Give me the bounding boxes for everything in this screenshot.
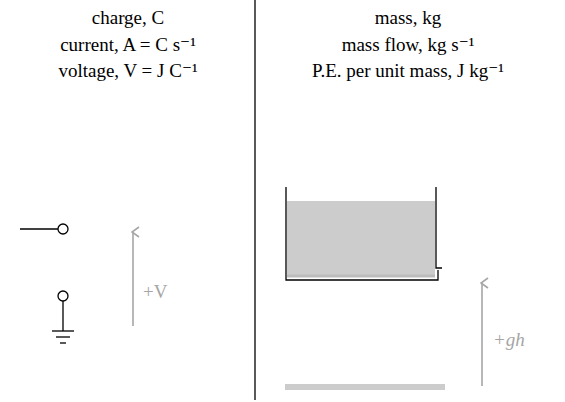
column-divider bbox=[254, 0, 255, 400]
quantity-label: voltage, V = J C⁻¹ bbox=[58, 61, 197, 82]
terminal bbox=[58, 224, 68, 234]
water-bottom bbox=[287, 275, 435, 278]
height-label: +gh bbox=[493, 330, 525, 351]
terminal bbox=[58, 291, 68, 301]
voltage-label: +V bbox=[143, 282, 167, 303]
quantity-label: P.E. per unit mass, J kg⁻¹ bbox=[312, 61, 504, 82]
water bbox=[287, 201, 435, 276]
tank-outlet bbox=[436, 187, 442, 268]
quantity-label: current, A = C s⁻¹ bbox=[60, 35, 196, 56]
ground-wire bbox=[62, 301, 63, 331]
quantity-label: charge, C bbox=[92, 8, 164, 29]
ground-symbol bbox=[52, 331, 74, 343]
tank bbox=[286, 187, 438, 280]
voltage-arrow bbox=[132, 232, 134, 326]
quantity-label: mass flow, kg s⁻¹ bbox=[342, 35, 475, 56]
wire bbox=[20, 228, 58, 229]
quantity-label: mass, kg bbox=[375, 8, 442, 29]
height-arrow bbox=[481, 283, 483, 386]
ground-level bbox=[285, 384, 445, 390]
